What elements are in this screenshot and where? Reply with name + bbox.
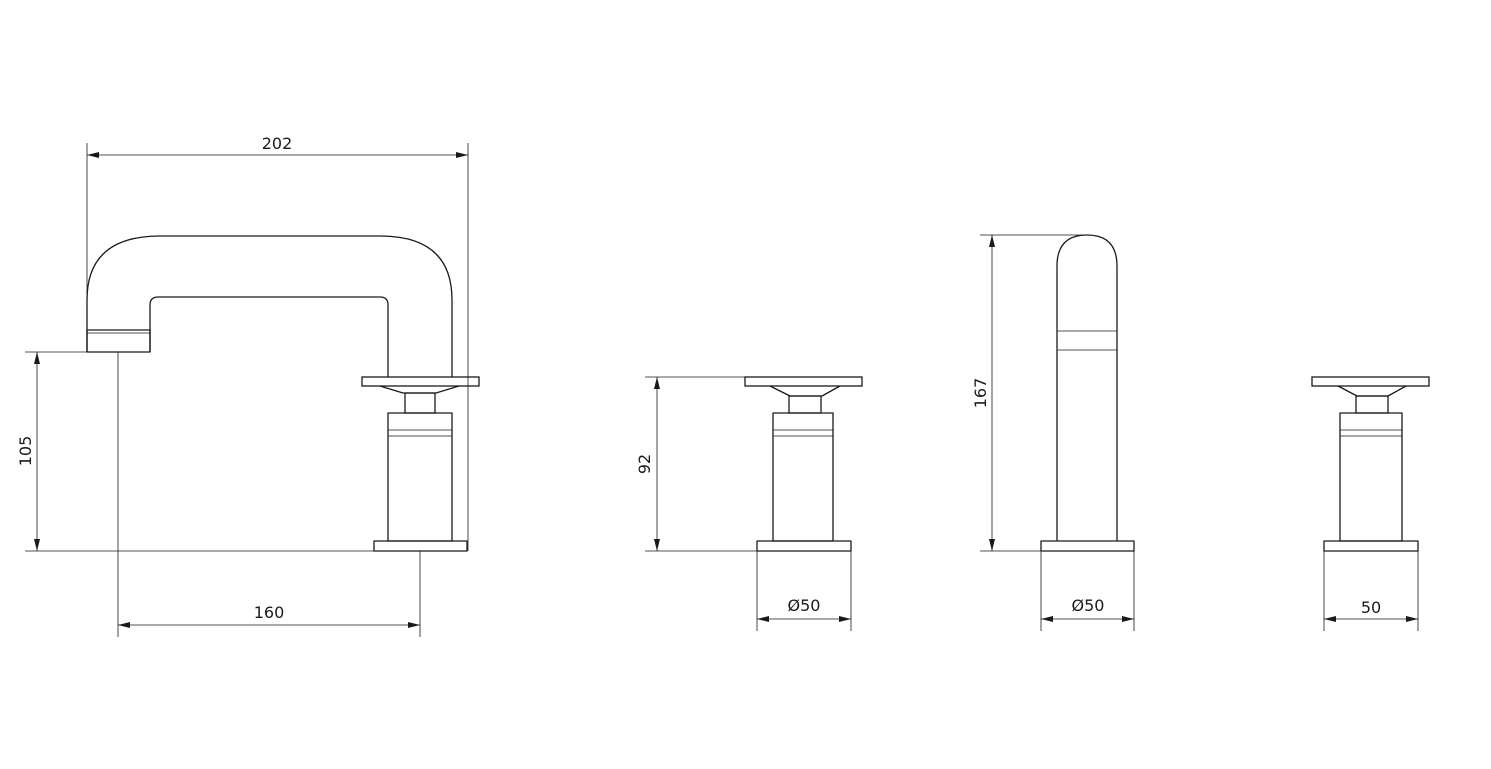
dim-105-arrow-top — [34, 352, 40, 364]
handle-side-view: 50 — [1311, 376, 1430, 631]
dim-d50-b-arrow-right — [1122, 616, 1134, 622]
handle-plate — [744, 376, 863, 387]
tall-spout-body — [1056, 234, 1118, 541]
spout-body-outline — [86, 235, 453, 378]
dim-92-label: 92 — [635, 454, 654, 474]
dim-202-label: 202 — [262, 134, 293, 153]
dim-d50-a-label: Ø50 — [788, 596, 821, 615]
dim-160-label: 160 — [254, 603, 285, 622]
dim-d50-b-arrow-left — [1041, 616, 1053, 622]
spout-outlet — [86, 329, 151, 353]
spout-side-view: 202 105 160 — [16, 134, 480, 637]
handle-base — [756, 540, 852, 552]
handle-body — [772, 412, 834, 542]
dim-d50-a-arrow-right — [839, 616, 851, 622]
dim-d50-a-arrow-left — [757, 616, 769, 622]
dim-105-arrow-bottom — [34, 539, 40, 551]
spout-handle-cone — [379, 385, 460, 394]
dim-50-arrow-left — [1324, 616, 1336, 622]
dim-167-label: 167 — [971, 378, 990, 409]
dim-50-label: 50 — [1361, 598, 1381, 617]
side-handle-cone — [1337, 385, 1407, 397]
spout-base — [373, 540, 468, 552]
dim-92-arrow-top — [654, 377, 660, 389]
handle-stem — [788, 395, 822, 414]
dim-d50-b-label: Ø50 — [1072, 596, 1105, 615]
spout-handle-plate — [361, 376, 480, 387]
side-handle-base — [1323, 540, 1419, 552]
tall-spout-base — [1040, 540, 1135, 552]
side-handle-body — [1339, 412, 1403, 542]
side-handle-plate — [1311, 376, 1430, 387]
dim-50-arrow-right — [1406, 616, 1418, 622]
spout-front-view: 167 Ø50 — [971, 234, 1135, 631]
dim-160-arrow-left — [118, 622, 130, 628]
handle-front-view: 92 Ø50 — [635, 376, 863, 631]
dim-167-arrow-bottom — [989, 539, 995, 551]
handle-cone — [769, 385, 841, 397]
side-handle-stem — [1355, 395, 1389, 414]
spout-stem — [404, 392, 436, 414]
dim-92-arrow-bottom — [654, 539, 660, 551]
spout-body — [387, 412, 453, 542]
dim-160-arrow-right — [408, 622, 420, 628]
dim-105-label: 105 — [16, 436, 35, 467]
dim-202-arrow-left — [87, 152, 99, 158]
dim-167-arrow-top — [989, 235, 995, 247]
dim-202-arrow-right — [456, 152, 468, 158]
